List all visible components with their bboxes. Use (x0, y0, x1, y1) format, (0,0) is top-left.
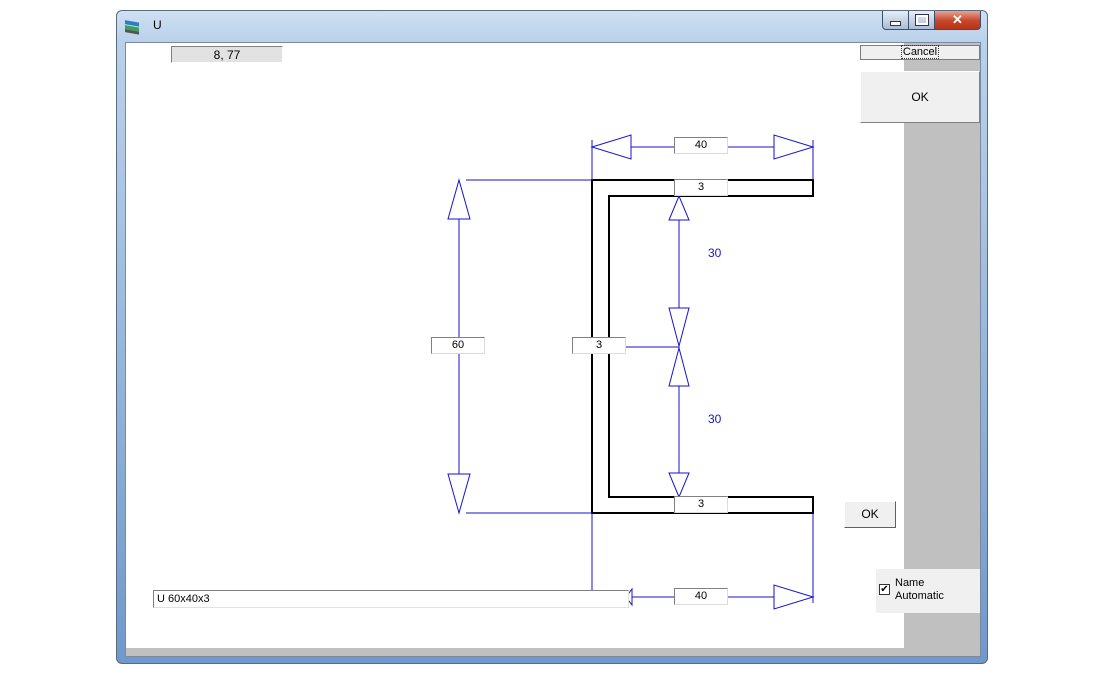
name-automatic-label: Name Automatic (895, 577, 944, 602)
arrow-bottom-left (625, 587, 633, 607)
title-bar[interactable]: U ✕ (117, 11, 987, 43)
arrow-top-left (590, 134, 632, 160)
height-field[interactable]: 60 (431, 337, 485, 354)
window-title: U (153, 18, 162, 32)
half-height-lower-label: 30 (708, 412, 722, 426)
arrow-half-mid-down (668, 346, 690, 387)
width-top-field[interactable]: 40 (674, 137, 728, 154)
check-icon: ✔ (880, 584, 889, 595)
cancel-button[interactable]: Cancel (860, 45, 980, 60)
ok-button-top[interactable]: OK (860, 71, 980, 123)
profile-name-input[interactable] (153, 590, 629, 608)
coordinate-readout: 8, 77 (171, 46, 283, 63)
name-automatic-group: ✔ Name Automatic (876, 569, 980, 613)
arrow-top-right (773, 134, 815, 160)
arrow-half-mid-up (668, 307, 690, 348)
arrow-half-top (668, 194, 690, 221)
arrow-height-top (447, 178, 471, 220)
arrow-height-bottom (447, 473, 471, 515)
flange-top-thickness-field[interactable]: 3 (674, 179, 728, 196)
dialog-window: U ✕ 8, 77 (116, 10, 988, 664)
arrow-bottom-right (773, 584, 815, 610)
drawing-canvas: 8, 77 (126, 43, 904, 648)
profile-drawing (447, 134, 815, 610)
flange-bottom-thickness-field[interactable]: 3 (674, 496, 728, 513)
web-thickness-field[interactable]: 3 (572, 337, 626, 354)
cancel-label: Cancel (900, 45, 940, 59)
ok-button-small[interactable]: OK (844, 501, 896, 528)
close-icon: ✕ (952, 12, 963, 27)
app-icon (125, 20, 139, 35)
width-bottom-field[interactable]: 40 (674, 588, 728, 605)
client-area: 8, 77 (125, 42, 981, 657)
close-button[interactable]: ✕ (935, 11, 981, 30)
half-height-upper-label: 30 (708, 246, 722, 260)
maximize-icon (914, 14, 929, 26)
maximize-button[interactable] (909, 11, 935, 30)
minimize-icon (890, 20, 901, 26)
arrow-half-bottom (668, 472, 690, 499)
u-profile-outline (591, 179, 814, 514)
minimize-button[interactable] (882, 11, 909, 30)
name-automatic-checkbox[interactable]: ✔ (879, 584, 890, 595)
